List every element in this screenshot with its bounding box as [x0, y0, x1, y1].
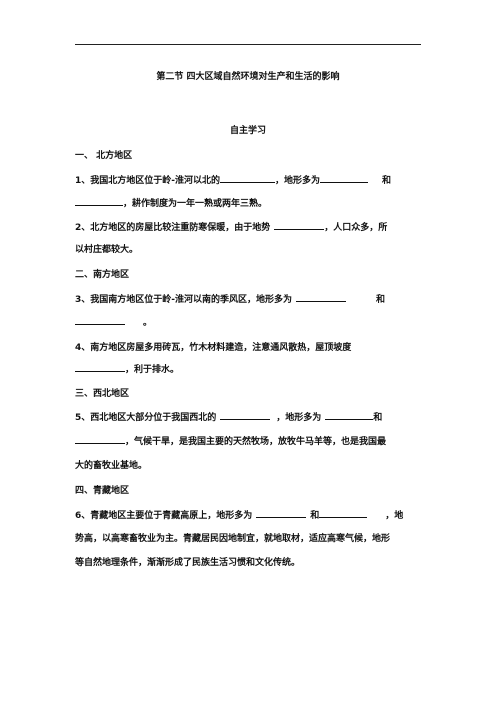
answer-blank[interactable]	[220, 174, 275, 183]
question-6-line-3: 等自然地理条件，渐渐形成了民族生活习惯和文化传统。	[75, 558, 301, 568]
question-1-line-1: 1、我国北方地区位于岭-淮河以北的，地形多为和	[75, 174, 392, 186]
section-heading-northwest: 三、西北地区	[75, 389, 130, 399]
answer-blank[interactable]	[325, 411, 374, 420]
section-heading-qingzang: 四、青藏地区	[75, 486, 130, 496]
question-5-line-1: 5、西北地区大部分位于我国西北的，地形多为和	[75, 411, 383, 423]
question-2-line-1: 2、北方地区的房屋比较注重防寒保暖，由于地势，人口众多，所	[75, 221, 388, 233]
answer-blank[interactable]	[75, 435, 125, 444]
section-heading-north: 一、 北方地区	[75, 151, 133, 161]
question-3-line-2: 。	[75, 315, 421, 328]
answer-blank[interactable]	[220, 411, 271, 420]
question-5-line-2: ，气候干旱，是我国主要的天然牧场，放牧牛马羊等，也是我国最	[75, 434, 421, 447]
question-3-line-1: 3、我国南方地区位于岭-淮河以南的季风区，地形多为和	[75, 293, 386, 305]
question-2-line-2: 以村庄都较大。	[75, 245, 139, 255]
question-1-line-2: ，耕作制度为一年一熟或两年三熟。	[75, 196, 421, 209]
answer-blank[interactable]	[75, 316, 125, 325]
answer-blank[interactable]	[296, 293, 346, 302]
answer-blank[interactable]	[274, 221, 325, 230]
answer-blank[interactable]	[75, 197, 123, 206]
answer-blank[interactable]	[319, 509, 368, 518]
answer-blank[interactable]	[75, 363, 125, 372]
answer-blank[interactable]	[256, 509, 307, 518]
header-rule	[75, 44, 421, 45]
question-6-line-2: 势高，以高寒畜牧业为主。青藏居民因地制宜，就地取材，适应高寒气候，地形	[75, 534, 391, 544]
question-4-line-1: 4、南方地区房屋多用砖瓦，竹木材料建造，注意通风散热，屋顶坡度	[75, 343, 352, 353]
question-5-line-3: 大的畜牧业基地。	[75, 461, 148, 471]
section-heading-south: 二、南方地区	[75, 270, 130, 280]
page-title: 第二节 四大区域自然环境对生产和生活的影响	[156, 72, 340, 82]
question-4-line-2: ，利于排水。	[75, 362, 421, 375]
answer-blank[interactable]	[320, 174, 369, 183]
question-6-line-1: 6、青藏地区主要位于青藏高原上，地形多为和，地	[75, 509, 404, 521]
section-subtitle: 自主学习	[229, 126, 266, 136]
